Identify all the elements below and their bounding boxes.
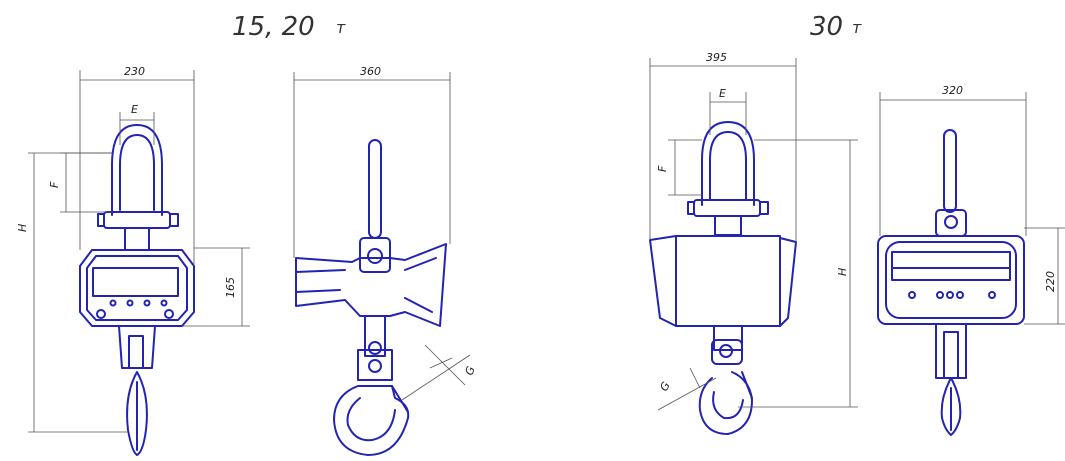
dim-left-e: E <box>131 103 138 116</box>
dim-left-display: 165 <box>224 277 237 298</box>
dim-left-h: H <box>16 224 29 232</box>
title-right-unit: т <box>852 18 862 37</box>
right-front-dimensions: 395 E F H G <box>649 51 858 411</box>
right-side-view <box>877 129 1025 436</box>
dim-right-h: H <box>836 268 849 276</box>
dim-right-g: G <box>657 380 673 394</box>
title-left: 15, 20 <box>232 12 315 42</box>
dim-right-side-width: 320 <box>942 84 963 97</box>
left-front-dimensions: 230 E F H 165 <box>16 65 250 433</box>
title-left-unit: т <box>336 18 346 37</box>
dim-left-f: F <box>48 181 61 188</box>
dim-right-f: F <box>656 165 669 172</box>
title-right: 30 <box>810 12 843 42</box>
left-side-dimensions: 360 G <box>293 65 478 401</box>
left-side-view <box>295 139 447 456</box>
dim-left-g: G <box>463 365 478 377</box>
dim-left-side-width: 360 <box>360 65 381 78</box>
right-front-view <box>649 121 797 435</box>
dim-right-width: 395 <box>706 51 727 64</box>
dim-right-side-display: 220 <box>1044 271 1057 292</box>
dim-right-e: E <box>719 87 726 100</box>
dim-left-width: 230 <box>124 65 145 78</box>
right-side-dimensions: 320 220 <box>879 84 1065 325</box>
left-front-view <box>79 124 195 456</box>
